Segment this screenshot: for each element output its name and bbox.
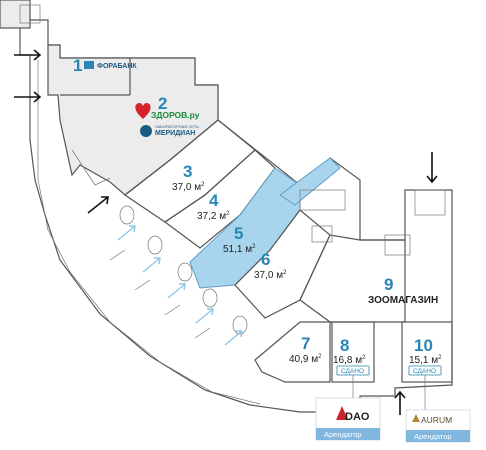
room-8-area: 16,8 м2 <box>333 355 366 366</box>
room-10-leased-text: СДАНО <box>413 368 436 375</box>
room-6-label: 6 37,0 м2 <box>254 250 287 281</box>
room-1-number: 1 <box>73 56 82 75</box>
dao-logo-icon <box>336 406 348 420</box>
room-10-shape <box>401 321 453 383</box>
entrance-bays <box>109 205 248 339</box>
tenant-dao-brand: DAO <box>345 411 370 423</box>
room-8-leased-tag: СДАНО <box>336 365 370 376</box>
room-6-area: 37,0 м2 <box>254 270 287 281</box>
meridian-label: МЕРИДИАН <box>155 130 195 137</box>
room-5-label: 5 51,1 м2 <box>223 224 256 255</box>
room-9-shape <box>299 234 406 323</box>
zoo-label: ЗООМАГАЗИН <box>368 295 438 306</box>
zdorov-label: ЗДОРОВ.ру <box>151 110 200 120</box>
room-7-number: 7 <box>301 334 310 353</box>
room-8-number: 8 <box>340 336 349 355</box>
room-10-leased-tag: СДАНО <box>408 365 442 376</box>
room-4-number: 4 <box>209 191 219 210</box>
room-8-label: 8 16,8 м2 <box>333 336 366 366</box>
room-4-area: 37,2 м2 <box>197 211 230 222</box>
forabank-label: ФОРАБАНК <box>97 63 137 70</box>
room-5-area: 51,1 м2 <box>223 244 256 255</box>
room-7-area: 40,9 м2 <box>289 354 322 365</box>
room-5-number: 5 <box>234 224 243 243</box>
room-2-number: 2 <box>158 94 167 113</box>
meridian-top-label: ЛАБОРАТОРНАЯ СЕТЬ <box>155 124 199 129</box>
tenant-aurum-caption: Арендатор <box>414 432 452 441</box>
room-2-label: 2 <box>158 94 167 113</box>
aurum-logo-icon <box>412 414 420 422</box>
room-9-label: 9 ЗООМАГАЗИН <box>368 275 438 306</box>
entrance-arrows <box>14 49 438 415</box>
room-9-number: 9 <box>384 275 393 294</box>
tenant-dao-caption: Арендатор <box>324 430 362 439</box>
tenant-card-aurum: AURUM Арендатор <box>405 409 471 443</box>
tenant-card-dao: DAO Арендатор <box>315 397 381 441</box>
room-10-number: 10 <box>414 336 433 355</box>
room-6-number: 6 <box>261 250 270 269</box>
room-10-area: 15,1 м2 <box>409 355 442 366</box>
meridian-logo: ЛАБОРАТОРНАЯ СЕТЬ МЕРИДИАН <box>140 124 199 137</box>
room-10-label: 10 15,1 м2 <box>409 336 442 366</box>
room-3-label: 3 37,0 м2 <box>172 162 205 193</box>
room-3-area: 37,0 м2 <box>172 182 205 193</box>
room-7-label: 7 40,9 м2 <box>289 334 322 365</box>
room-1-label: 1 <box>73 56 82 75</box>
room-4-label: 4 37,2 м2 <box>197 191 230 222</box>
customer-flow-arrows <box>117 225 243 346</box>
forabank-logo: ФОРАБАНК <box>84 61 137 70</box>
room-3-number: 3 <box>183 162 192 181</box>
room-5-strip <box>279 157 341 206</box>
tenant-aurum-brand: AURUM <box>421 415 452 425</box>
room-8-leased-text: СДАНО <box>341 368 364 375</box>
room-7-shape <box>254 321 331 383</box>
zdorov-logo: ЗДОРОВ.ру <box>135 103 200 120</box>
